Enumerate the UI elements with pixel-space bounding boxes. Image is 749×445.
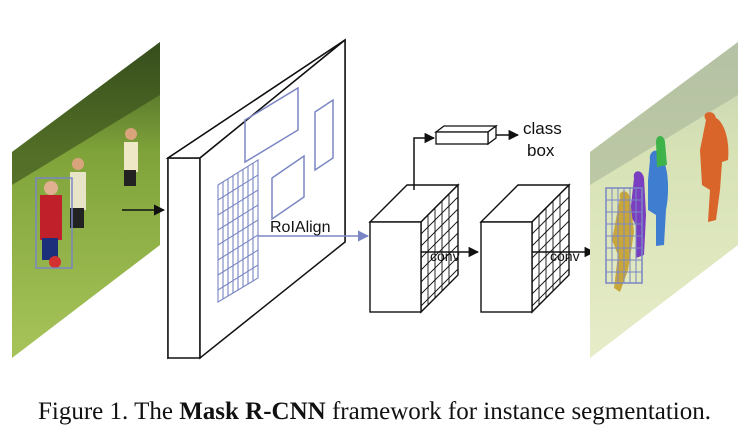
player-figures [40, 128, 138, 268]
class-box-branch [413, 132, 436, 190]
backbone-feature-map [165, 38, 346, 360]
caption-model-name: Mask R-CNN [179, 398, 326, 425]
head-block-1 [368, 183, 460, 314]
roialign-label: RoIAlign [270, 219, 330, 236]
detection-box [35, 177, 73, 269]
conv-label-1: conv [430, 248, 460, 264]
mask-rcnn-diagram: RoIAlign class box conv [12, 38, 738, 360]
roi-grid [217, 159, 259, 303]
output-image [590, 42, 738, 358]
roi-proposal [314, 98, 334, 172]
caption-prefix: Figure 1. The [38, 398, 180, 425]
instance-mask-green [656, 136, 667, 167]
roi-proposal [271, 154, 305, 221]
class-label: class [523, 119, 562, 138]
instance-mask-blue [648, 150, 669, 246]
caption-suffix: framework for instance segmentation. [325, 398, 711, 425]
instance-mask-orange [700, 112, 729, 222]
box-label: box [527, 141, 555, 160]
conv-label-2: conv [550, 248, 580, 264]
input-image [12, 42, 160, 358]
figure-caption: Figure 1. The Mask R-CNN framework for i… [0, 398, 749, 426]
roi-proposal [244, 86, 299, 164]
head-block-2 [479, 183, 571, 314]
fc-layer [434, 124, 498, 146]
